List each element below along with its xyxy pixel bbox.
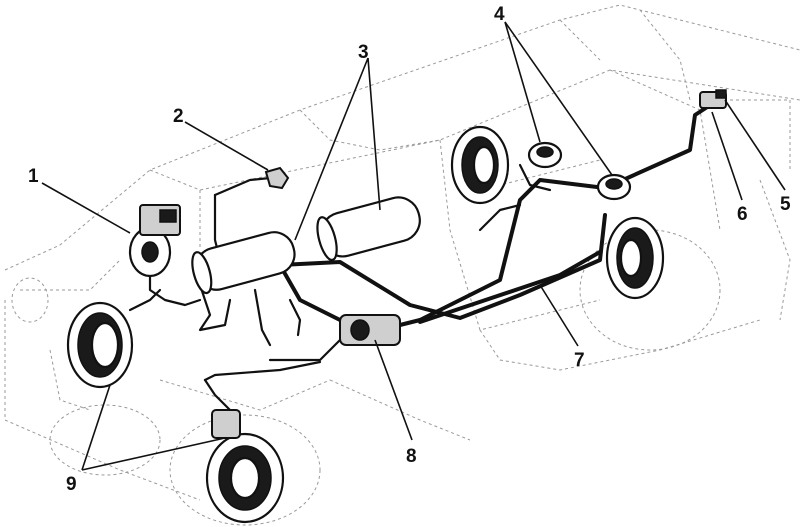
leader-lines [41,21,786,471]
callout-1: 1 [28,166,39,187]
callout-9: 9 [66,474,77,495]
brake-shoe-rear-left [205,409,285,524]
brake-shoe-front-left [66,301,134,389]
callout-2: 2 [173,106,184,127]
callout-7: 7 [574,350,585,371]
callout-8: 8 [406,446,417,467]
brake-control-valve [339,314,401,346]
brake-shoe-front-right [450,125,510,205]
callout-6: 6 [737,204,748,225]
brake-shoe-rear-right [605,216,665,300]
air-receiver-tanks [191,196,421,295]
callouts: 1 2 3 4 5 6 7 8 9 [28,4,791,495]
coupling-head [699,89,727,109]
brake-valve-2 [264,166,290,190]
callout-3: 3 [358,42,369,63]
vehicle-body-outline [4,4,800,526]
callout-5: 5 [780,194,791,215]
rear-brake-chambers [527,141,632,201]
callout-4: 4 [494,4,505,25]
compressor-unit [128,204,181,278]
